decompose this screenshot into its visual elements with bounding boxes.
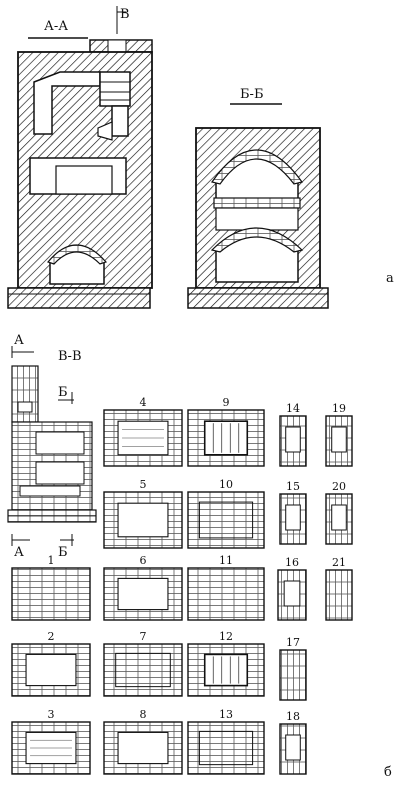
- plan-outline: [187, 567, 265, 621]
- course-plan-19: 19: [325, 402, 353, 467]
- course-number: 2: [48, 630, 55, 643]
- course-plan-14: 14: [279, 402, 307, 467]
- course-number: 11: [219, 554, 233, 567]
- course-plan-10: 10: [187, 478, 265, 549]
- section-vv-label: В-В: [58, 349, 82, 364]
- mark-b-bottom-label: Б: [58, 545, 68, 560]
- section-aa-drawing: А-А В: [7, 6, 153, 309]
- plan-opening: [117, 502, 169, 538]
- course-plan-4: 4: [103, 396, 183, 467]
- course-plan-20: 20: [325, 480, 353, 545]
- plan-opening: [25, 653, 77, 687]
- plan-opening: [117, 731, 169, 765]
- course-plan-5: 5: [103, 478, 183, 549]
- course-plan-13: 13: [187, 708, 265, 775]
- course-number: 9: [223, 396, 230, 409]
- plan-outline: [11, 567, 91, 621]
- part-a-label: а: [386, 271, 394, 286]
- mark-b-top-label: Б: [58, 385, 68, 400]
- plan-core: [198, 730, 254, 766]
- course-plan-21: 21: [325, 556, 353, 621]
- course-plan-12: 12: [187, 630, 265, 697]
- plan-grate: [203, 420, 249, 456]
- section-vv-drawing: А В-В Б А Б: [7, 333, 97, 560]
- section-aa-label: А-А: [44, 19, 68, 34]
- course-number: 4: [140, 396, 147, 409]
- part-b-label: б: [384, 765, 392, 780]
- course-number: 18: [286, 710, 300, 723]
- course-number: 14: [286, 402, 300, 415]
- course-plan-7: 7: [103, 630, 183, 697]
- course-number: 21: [332, 556, 346, 569]
- course-number: 8: [140, 708, 147, 721]
- course-number: 17: [286, 636, 300, 649]
- plan-outline: [279, 649, 307, 701]
- course-plan-11: 11: [187, 554, 265, 621]
- course-number: 20: [332, 480, 346, 493]
- mark-v-label: В: [120, 7, 130, 22]
- course-number: 10: [219, 478, 233, 491]
- plan-flue: [283, 580, 301, 607]
- course-plan-1: 1: [11, 554, 91, 621]
- course-number: 7: [140, 630, 147, 643]
- course-plan-3: 3: [11, 708, 91, 775]
- course-number: 1: [48, 554, 55, 567]
- course-plan-6: 6: [103, 554, 183, 621]
- course-plan-8: 8: [103, 708, 183, 775]
- plan-outline: [277, 569, 307, 621]
- course-plan-9: 9: [187, 396, 265, 467]
- course-number: 13: [219, 708, 233, 721]
- course-number: 3: [48, 708, 55, 721]
- section-bb-drawing: Б-Б: [187, 87, 329, 309]
- plan-core: [198, 501, 254, 539]
- course-number: 6: [140, 554, 147, 567]
- course-plan-16: 16: [277, 556, 307, 621]
- plan-flue: [331, 426, 347, 453]
- plan-outline: [325, 569, 353, 621]
- section-bb-label: Б-Б: [240, 87, 264, 102]
- course-number: 19: [332, 402, 346, 415]
- course-number: 15: [286, 480, 300, 493]
- course-plan-2: 2: [11, 630, 91, 697]
- course-number: 16: [285, 556, 299, 569]
- plan-flue: [285, 426, 301, 453]
- course-plan-17: 17: [279, 636, 307, 701]
- mark-a-top-label: А: [14, 333, 24, 348]
- plan-opening: [117, 577, 169, 611]
- plan-grate: [203, 653, 249, 687]
- course-plan-18: 18: [279, 710, 307, 775]
- plan-flue: [331, 504, 347, 531]
- plan-core: [115, 652, 171, 688]
- plan-flue: [285, 734, 301, 761]
- course-plan-15: 15: [279, 480, 307, 545]
- course-number: 5: [140, 478, 147, 491]
- course-number: 12: [219, 630, 233, 643]
- plan-flue: [285, 504, 301, 531]
- mark-a-bottom-label: А: [14, 545, 24, 560]
